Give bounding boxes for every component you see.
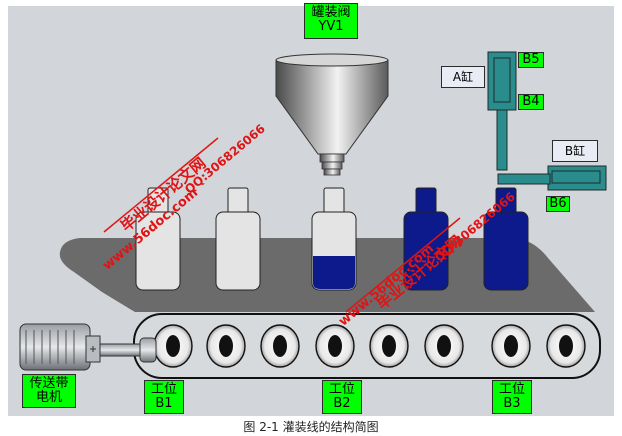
bottle-5 bbox=[483, 187, 529, 291]
bottle-3 bbox=[311, 187, 357, 291]
cylinder-a-label: A缸 bbox=[441, 66, 485, 88]
station-b1: 工位 B1 bbox=[144, 380, 184, 414]
bottle-1 bbox=[135, 187, 181, 291]
station-b3-name: 工位 bbox=[498, 382, 525, 397]
roller-1 bbox=[153, 324, 193, 368]
roller-7 bbox=[491, 324, 531, 368]
station-b1-name: 工位 bbox=[150, 382, 177, 397]
watermark-underline-right bbox=[345, 217, 461, 313]
station-b2: 工位 B2 bbox=[322, 380, 362, 414]
station-b3-code: B3 bbox=[503, 396, 521, 411]
valve-name: 罐装阀 bbox=[311, 5, 351, 20]
roller-4 bbox=[315, 324, 355, 368]
bottle-4 bbox=[403, 187, 449, 291]
sensor-b5: B5 bbox=[518, 52, 544, 68]
figure-caption: 图 2-1 灌装线的结构简图 bbox=[243, 420, 379, 434]
watermark-underline-left bbox=[103, 137, 219, 233]
roller-6 bbox=[424, 324, 464, 368]
cylinder-b bbox=[497, 165, 607, 191]
station-b2-name: 工位 bbox=[328, 382, 355, 397]
station-b1-code: B1 bbox=[155, 396, 173, 411]
conveyor-motor bbox=[19, 323, 157, 371]
motor-label-line2: 电机 bbox=[35, 390, 62, 405]
sensor-b4: B4 bbox=[518, 94, 544, 110]
station-b2-code: B2 bbox=[333, 396, 351, 411]
roller-8 bbox=[546, 324, 586, 368]
motor-label-line1: 传送带 bbox=[29, 376, 69, 391]
cylinder-b-label: B缸 bbox=[552, 140, 598, 162]
station-b3: 工位 B3 bbox=[492, 380, 532, 414]
roller-3 bbox=[260, 324, 300, 368]
bottle-2 bbox=[215, 187, 261, 291]
sensor-b6: B6 bbox=[546, 196, 570, 212]
roller-2 bbox=[206, 324, 246, 368]
filling-hopper bbox=[275, 53, 389, 176]
motor-label: 传送带 电机 bbox=[22, 374, 76, 408]
roller-5 bbox=[369, 324, 409, 368]
cylinder-a bbox=[487, 51, 517, 171]
valve-code: YV1 bbox=[318, 19, 344, 34]
valve-label: 罐装阀 YV1 bbox=[304, 3, 358, 39]
